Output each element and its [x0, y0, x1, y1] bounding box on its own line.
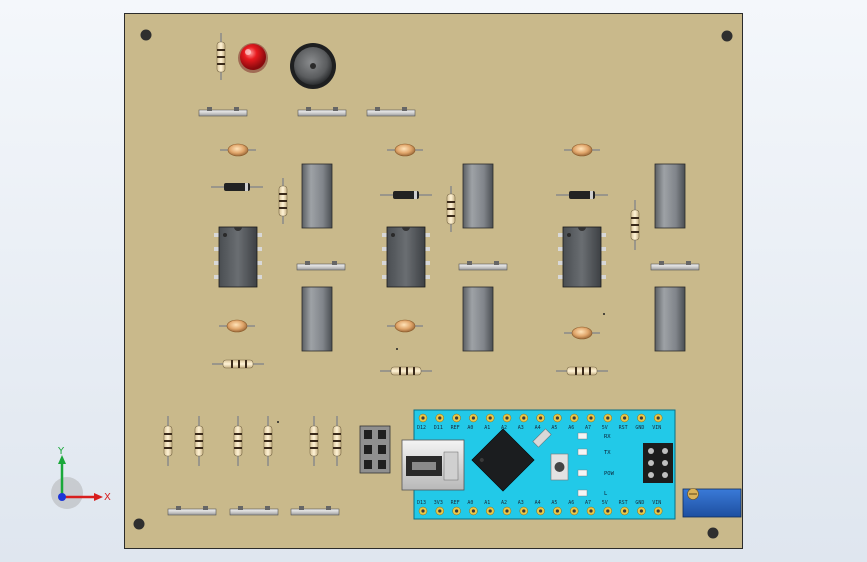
arduino-top-pin-label: A5 — [551, 425, 557, 431]
arduino-pin-hole — [555, 416, 560, 420]
arduino-pin-hole — [455, 416, 459, 420]
status-led-label: TX — [604, 450, 611, 456]
arduino-top-pin-label: 5V — [602, 425, 608, 431]
arduino-bottom-pin-label: A6 — [568, 500, 574, 506]
arduino-bottom-pin-label: A0 — [467, 500, 473, 506]
arduino-top-pin-label: GND — [635, 425, 644, 431]
arduino-pin-hole — [639, 509, 644, 513]
arduino-bottom-pin-label: A7 — [585, 500, 591, 506]
arduino-pin-hole — [555, 509, 560, 513]
arduino-top-pin-label: D12 — [417, 425, 426, 431]
arduino-pin-hole — [455, 509, 459, 513]
status-led-label: RX — [604, 434, 611, 440]
icsp-header — [643, 443, 673, 483]
mounting-holes — [133, 29, 733, 539]
status-led-label: L — [604, 491, 608, 497]
arduino-pin-hole — [656, 416, 660, 420]
ceramic-capacitors — [219, 143, 600, 340]
arduino-bottom-pin-label: VIN — [652, 500, 661, 506]
arduino-pin-hole — [623, 509, 627, 513]
arduino-bottom-pin-label: 3V3 — [434, 500, 443, 506]
header-2x3 — [359, 425, 391, 474]
arduino-top-pin-label: D11 — [434, 425, 443, 431]
microcontroller-chip — [471, 428, 535, 492]
status-leds: RX TX POW L — [577, 432, 615, 497]
red-led — [238, 43, 268, 73]
arduino-top-pin-label: A3 — [518, 425, 524, 431]
header-strips — [167, 107, 700, 516]
arduino-bottom-pin-label: A1 — [484, 500, 490, 506]
usb-connector — [401, 439, 465, 491]
arduino-pin-hole — [572, 509, 576, 513]
arduino-bottom-pin-labels: D13 3V3 REF A0 A1 A2 A3 A4 A5 A6 A7 5V RST GND VIN — [417, 500, 661, 506]
resistors-horizontal — [212, 359, 608, 376]
arduino-pin-hole — [488, 509, 492, 513]
arduino-bottom-pin-label: 5V — [602, 500, 608, 506]
arduino-top-pin-label: REF — [451, 425, 460, 431]
buzzer — [290, 43, 336, 89]
axis-y-label: Y — [57, 446, 65, 457]
reset-button[interactable] — [550, 453, 569, 481]
arduino-pin-hole — [438, 509, 442, 513]
arduino-pin-hole — [606, 416, 610, 420]
arduino-top-pin-label: A7 — [585, 425, 591, 431]
resistors-bottom-row — [163, 416, 342, 466]
arduino-pin-hole — [438, 416, 442, 420]
status-led — [577, 448, 588, 456]
arduino-top-pin-label: VIN — [652, 425, 661, 431]
arduino-top-pins — [418, 413, 663, 423]
arduino-bottom-pin-label: A4 — [535, 500, 541, 506]
axis-triad: Y X — [51, 446, 111, 509]
dip8-ics — [214, 226, 606, 288]
arduino-pin-hole — [421, 509, 425, 513]
arduino-pin-hole — [505, 416, 509, 420]
arduino-top-pin-label: A1 — [484, 425, 490, 431]
crystal — [532, 428, 552, 448]
trim-potentiometer — [682, 488, 742, 518]
status-led-label: POW — [604, 471, 615, 477]
status-led — [577, 432, 588, 440]
arduino-pin-hole — [639, 416, 644, 420]
resistors-vertical — [278, 178, 640, 250]
arduino-bottom-pin-label: GND — [635, 500, 644, 506]
arduino-pin-hole — [471, 509, 475, 513]
arduino-bottom-pins — [418, 506, 663, 516]
arduino-pin-hole — [488, 416, 492, 420]
arduino-pin-hole — [606, 509, 610, 513]
diodes — [211, 183, 608, 199]
regulators — [301, 163, 686, 352]
arduino-top-pin-label: A6 — [568, 425, 574, 431]
arduino-top-pin-label: A0 — [467, 425, 473, 431]
arduino-pin-hole — [539, 509, 543, 513]
arduino-bottom-pin-label: RST — [619, 500, 628, 506]
resistor-top-vertical — [216, 33, 226, 80]
arduino-bottom-pin-label: A2 — [501, 500, 507, 506]
arduino-pin-hole — [539, 416, 543, 420]
arduino-top-pin-label: A4 — [535, 425, 541, 431]
arduino-pin-hole — [471, 416, 475, 420]
status-led — [577, 469, 588, 477]
arduino-pin-hole — [522, 509, 526, 513]
arduino-pin-hole — [421, 416, 425, 420]
arduino-pin-hole — [572, 416, 576, 420]
arduino-top-pin-label: A2 — [501, 425, 507, 431]
arduino-bottom-pin-label: REF — [451, 500, 460, 506]
arduino-bottom-pin-label: A3 — [518, 500, 524, 506]
arduino-bottom-pin-label: A5 — [551, 500, 557, 506]
arduino-pin-hole — [656, 509, 660, 513]
status-led — [577, 489, 588, 497]
arduino-pin-hole — [589, 416, 593, 420]
arduino-top-pin-labels: D12 D11 REF A0 A1 A2 A3 A4 A5 A6 A7 5V RST GND VIN — [417, 425, 661, 431]
arduino-pin-hole — [589, 509, 593, 513]
arduino-top-pin-label: RST — [619, 425, 628, 431]
arduino-pin-hole — [522, 416, 526, 420]
axis-x-label: X — [104, 492, 111, 503]
arduino-pin-hole — [505, 509, 509, 513]
arduino-pin-hole — [623, 416, 627, 420]
arduino-bottom-pin-label: D13 — [417, 500, 426, 506]
